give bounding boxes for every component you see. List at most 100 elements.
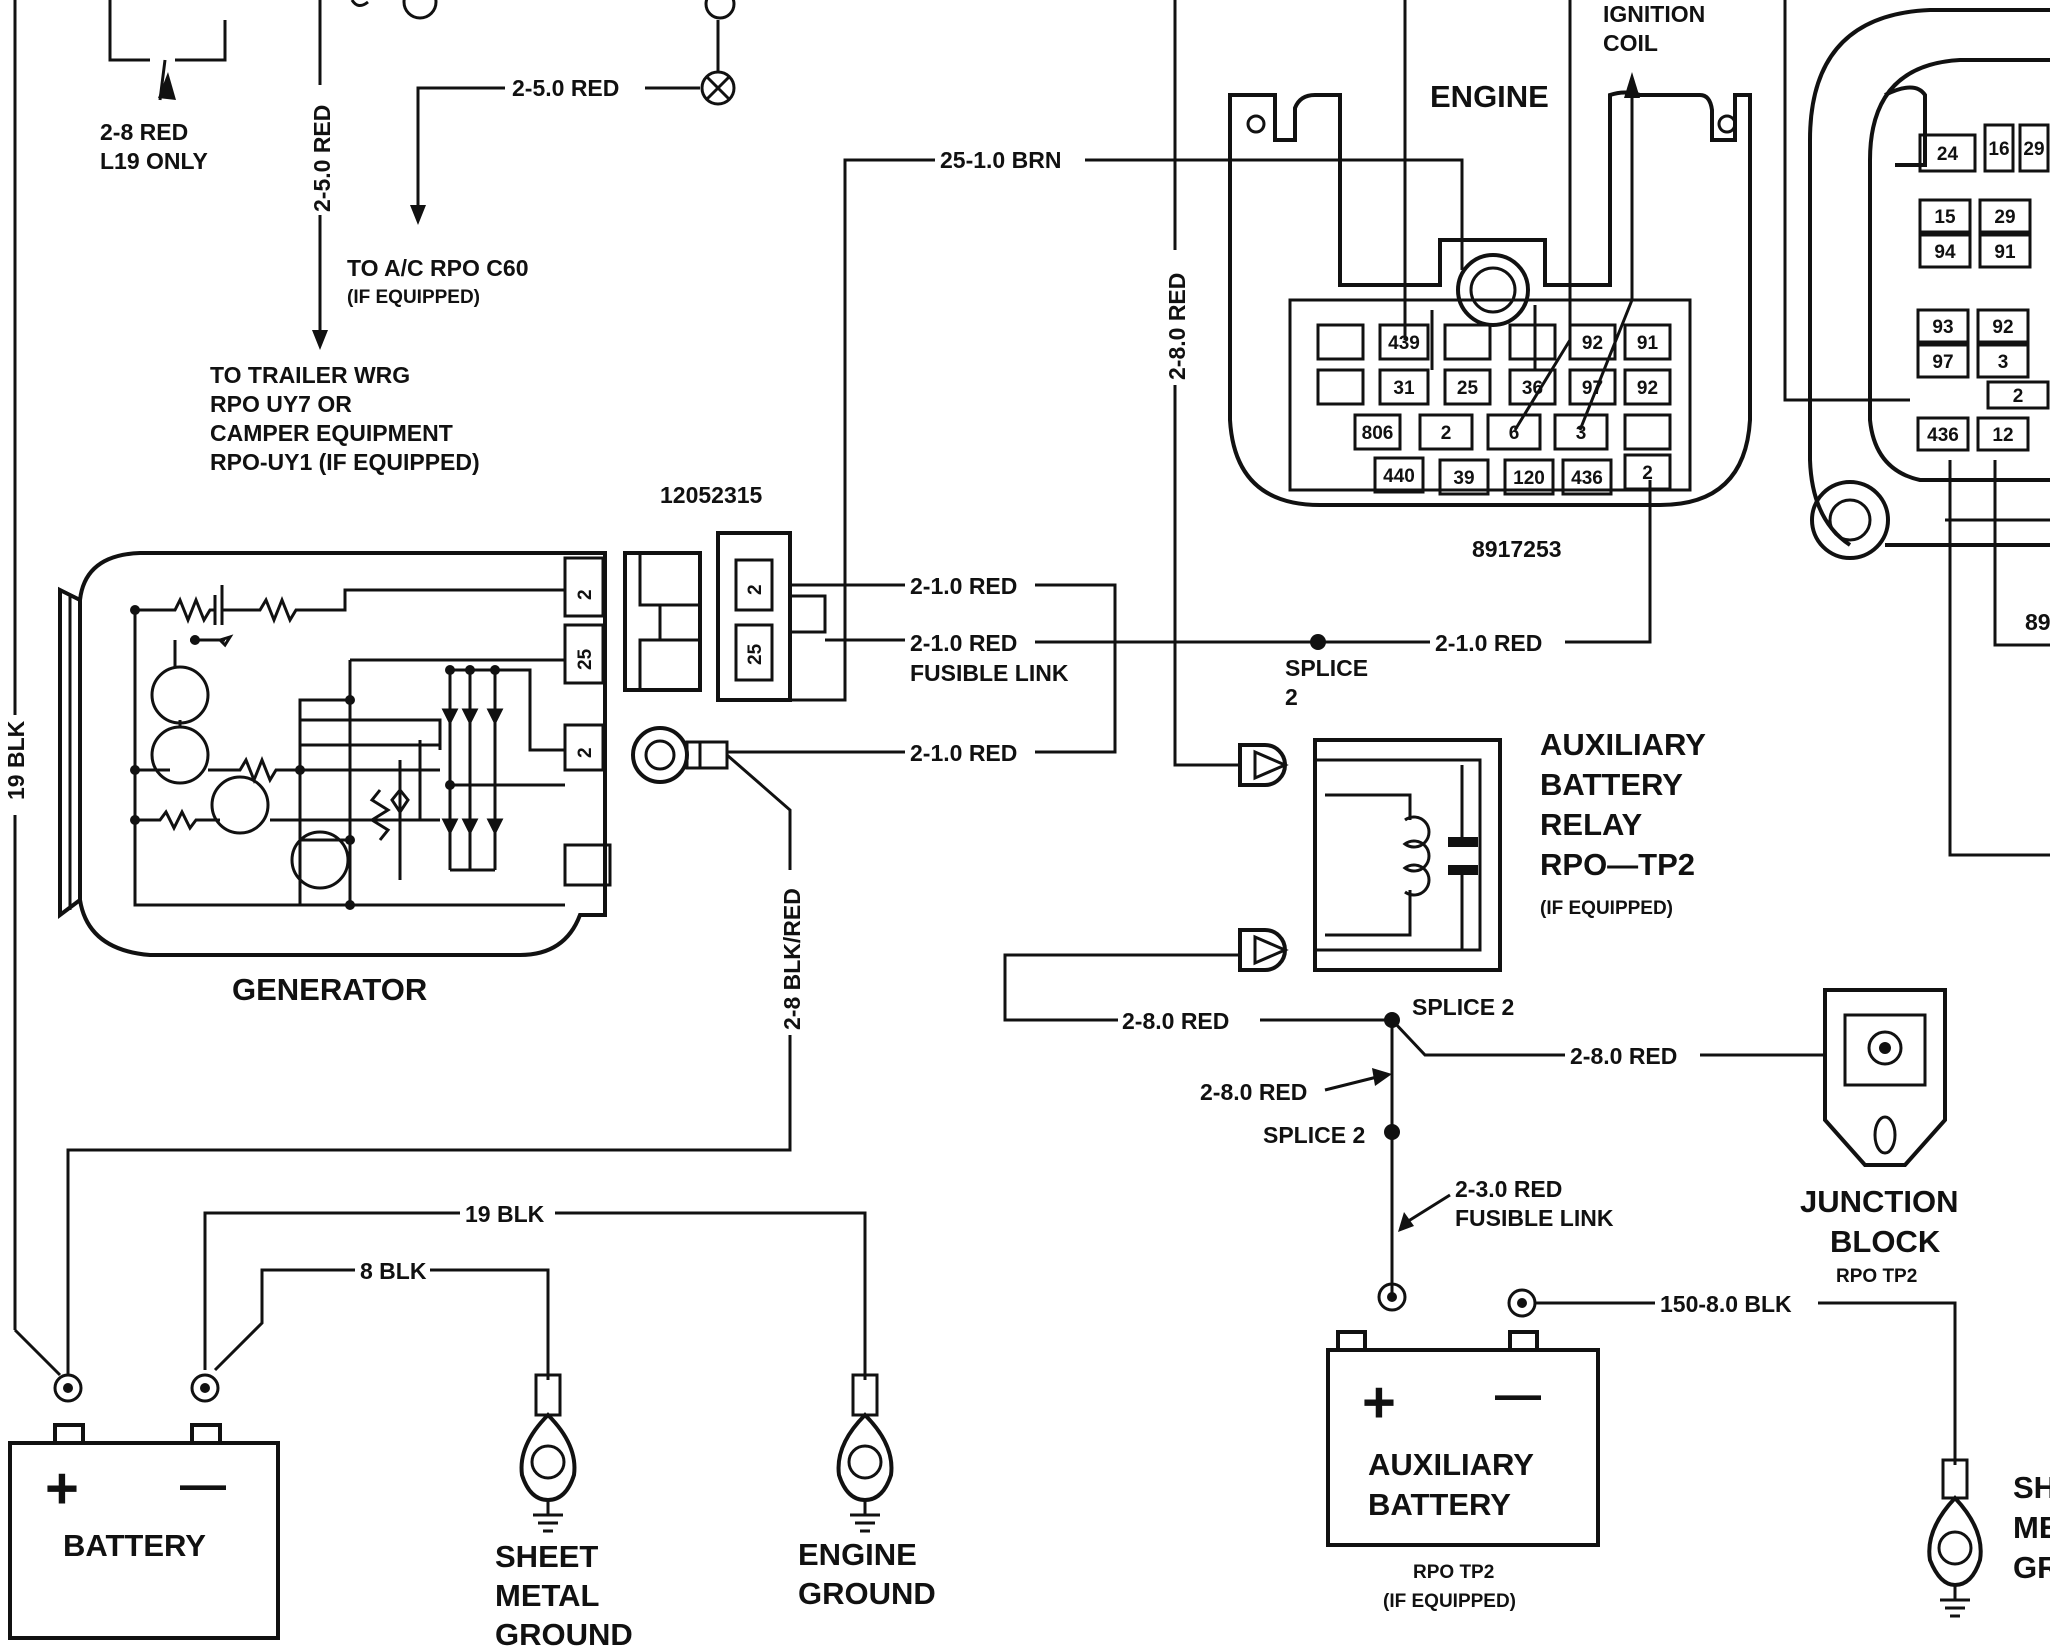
aux-battery-positive-terminal xyxy=(1336,1330,1367,1352)
wire-2-5-red-top-label: 2-5.0 RED xyxy=(512,75,619,101)
fuse-cell xyxy=(1918,133,1977,173)
junction-block-plate xyxy=(1843,1013,1927,1087)
engine-fuse-block-bolt-right xyxy=(1717,114,1737,134)
right-ground-crimp xyxy=(1941,1458,1969,1500)
fuse-cell xyxy=(1418,413,1474,451)
aux-relay-line4: RPO—TP2 xyxy=(1540,847,1695,882)
right-fuse-block-wires xyxy=(1783,0,2050,857)
fuse-cell xyxy=(1553,413,1609,451)
aux-battery-plus: + xyxy=(1362,1370,1396,1435)
relay-contact-top xyxy=(1448,837,1478,847)
ignition-coil-arrowhead xyxy=(1624,72,1640,98)
fuse-cell xyxy=(1373,456,1425,494)
right-ground-cut-line1: SH xyxy=(2013,1470,2050,1505)
generator-pin-25: 25 xyxy=(575,648,596,670)
wire-2-5-red-vertical-label: 2-5.0 RED xyxy=(309,105,335,212)
engine-ground-hole xyxy=(847,1444,883,1480)
battery-positive-post xyxy=(53,1373,83,1403)
fuse-cell-label: 3 xyxy=(1576,423,1587,444)
top-fragment-circle xyxy=(402,0,438,20)
junction-block-rpo: RPO TP2 xyxy=(1836,1266,1917,1287)
engine-ground-line1: ENGINE xyxy=(798,1537,917,1572)
engine-ground xyxy=(836,1373,894,1533)
engine-fuse-block-part-number: 8917253 xyxy=(1472,536,1562,562)
wire-19-blk-label: 19 BLK xyxy=(3,720,29,800)
junction-block xyxy=(1823,988,1947,1167)
fuse-cell-label: 29 xyxy=(1994,207,2015,228)
right-ground-cut-line3: GR xyxy=(2013,1550,2050,1585)
wire-2-8-blk-red xyxy=(66,753,792,1375)
generator-housing xyxy=(78,551,607,957)
wire-2-1-red-c-label: 2-1.0 RED xyxy=(910,740,1017,766)
engine-fuse-block-outline xyxy=(1228,90,1752,507)
wire-2-1-red-b-label: 2-1.0 RED xyxy=(910,630,1017,656)
aux-relay-line3: RELAY xyxy=(1540,807,1643,842)
splice-2-middle-label: SPLICE 2 xyxy=(1412,994,1514,1020)
fuse-cell xyxy=(1623,368,1672,406)
junction-block-stud-center xyxy=(1879,1042,1891,1054)
aux-battery xyxy=(1326,1282,1600,1547)
battery-negative-terminal xyxy=(190,1423,222,1445)
fuse-cell-label: 94 xyxy=(1934,242,1956,263)
engine-label: ENGINE xyxy=(1430,79,1549,114)
fuse-cell-label: 92 xyxy=(1992,317,2013,338)
wire-8-blk-label: 8 BLK xyxy=(360,1258,427,1284)
wire-2-1-red-d-label: 2-1.0 RED xyxy=(1435,630,1542,656)
generator-pin-box-25 xyxy=(563,623,605,685)
aux-battery-case xyxy=(1326,1348,1600,1547)
l19-note-line1: 2-8 RED xyxy=(100,119,188,145)
aux-battery-positive-post xyxy=(1377,1282,1407,1312)
aux-battery-positive-post-center xyxy=(1387,1292,1397,1302)
connector-pin-25: 25 xyxy=(745,643,766,665)
engine-ground-eyelet xyxy=(836,1412,894,1503)
fuse-cell-label: 97 xyxy=(1932,352,1953,373)
relay-coil xyxy=(1402,815,1431,897)
fuse-cell xyxy=(1316,323,1365,361)
generator-pin-2a: 2 xyxy=(575,589,596,600)
fuse-cell xyxy=(1443,323,1492,361)
wire-2-8-red-c-arrowhead xyxy=(1372,1068,1392,1086)
fuse-cell-label: 2 xyxy=(1642,463,1653,484)
aux-battery-negative-post-center xyxy=(1517,1298,1527,1308)
right-ground-hole xyxy=(1937,1530,1973,1566)
connector-12052315: 2 25 xyxy=(623,531,827,702)
fuse-cell xyxy=(1508,323,1557,361)
splice-2-top-label: SPLICE xyxy=(1285,655,1368,681)
fuse-cell-label: 3 xyxy=(1998,352,2009,373)
relay-terminal-bottom xyxy=(1238,928,1287,972)
splice-2-top-dot xyxy=(1310,634,1326,650)
splice-2-lower-dot xyxy=(1384,1124,1400,1140)
wire-2-8-blk-red-label: 2-8 BLK/RED xyxy=(779,888,805,1030)
ac-note-line2: (IF EQUIPPED) xyxy=(347,287,480,308)
fuse-cell xyxy=(2018,123,2050,173)
wire-2-8-red-b-label: 2-8.0 RED xyxy=(1570,1043,1677,1069)
wire-19-blk-label-gap xyxy=(4,715,26,815)
trailer-note-line4: RPO-UY1 (IF EQUIPPED) xyxy=(210,449,480,475)
top-fragment-curve xyxy=(350,0,369,7)
ac-note-line1: TO A/C RPO C60 xyxy=(347,255,528,281)
aux-battery-rpo-line2: (IF EQUIPPED) xyxy=(1383,1591,1516,1612)
wire-19-blk-engine-ground xyxy=(203,1211,867,1380)
right-fuse-block-stud-inner xyxy=(1828,498,1872,542)
wire-2-5-red-ac xyxy=(416,86,700,215)
top-fragment-lamp xyxy=(704,0,736,20)
fuse-cell xyxy=(1916,343,1970,379)
l19-pointer-arrowhead xyxy=(158,72,176,100)
ignition-coil-line2: COIL xyxy=(1603,30,1658,56)
right-fuse-block-inner xyxy=(1868,58,2050,482)
wire-2-5-red-label-gap xyxy=(306,85,334,215)
right-cut-label: 89 xyxy=(2025,609,2050,635)
aux-relay-note: (IF EQUIPPED) xyxy=(1540,898,1673,919)
sheet-ground-eyelet xyxy=(519,1412,577,1503)
junction-block-line1: JUNCTION xyxy=(1800,1184,1958,1219)
connector-shell-left-detail xyxy=(638,553,700,690)
fuse-cell xyxy=(1976,308,2030,344)
relay-inner-frame xyxy=(1315,758,1482,952)
fusible-3-arrowhead xyxy=(1398,1212,1414,1232)
fuse-cell xyxy=(1983,123,2015,173)
wire-19-blk-to-battery xyxy=(13,1328,62,1377)
trailer-note-line3: CAMPER EQUIPMENT xyxy=(210,420,453,446)
trailer-note-line2: RPO UY7 OR xyxy=(210,391,352,417)
